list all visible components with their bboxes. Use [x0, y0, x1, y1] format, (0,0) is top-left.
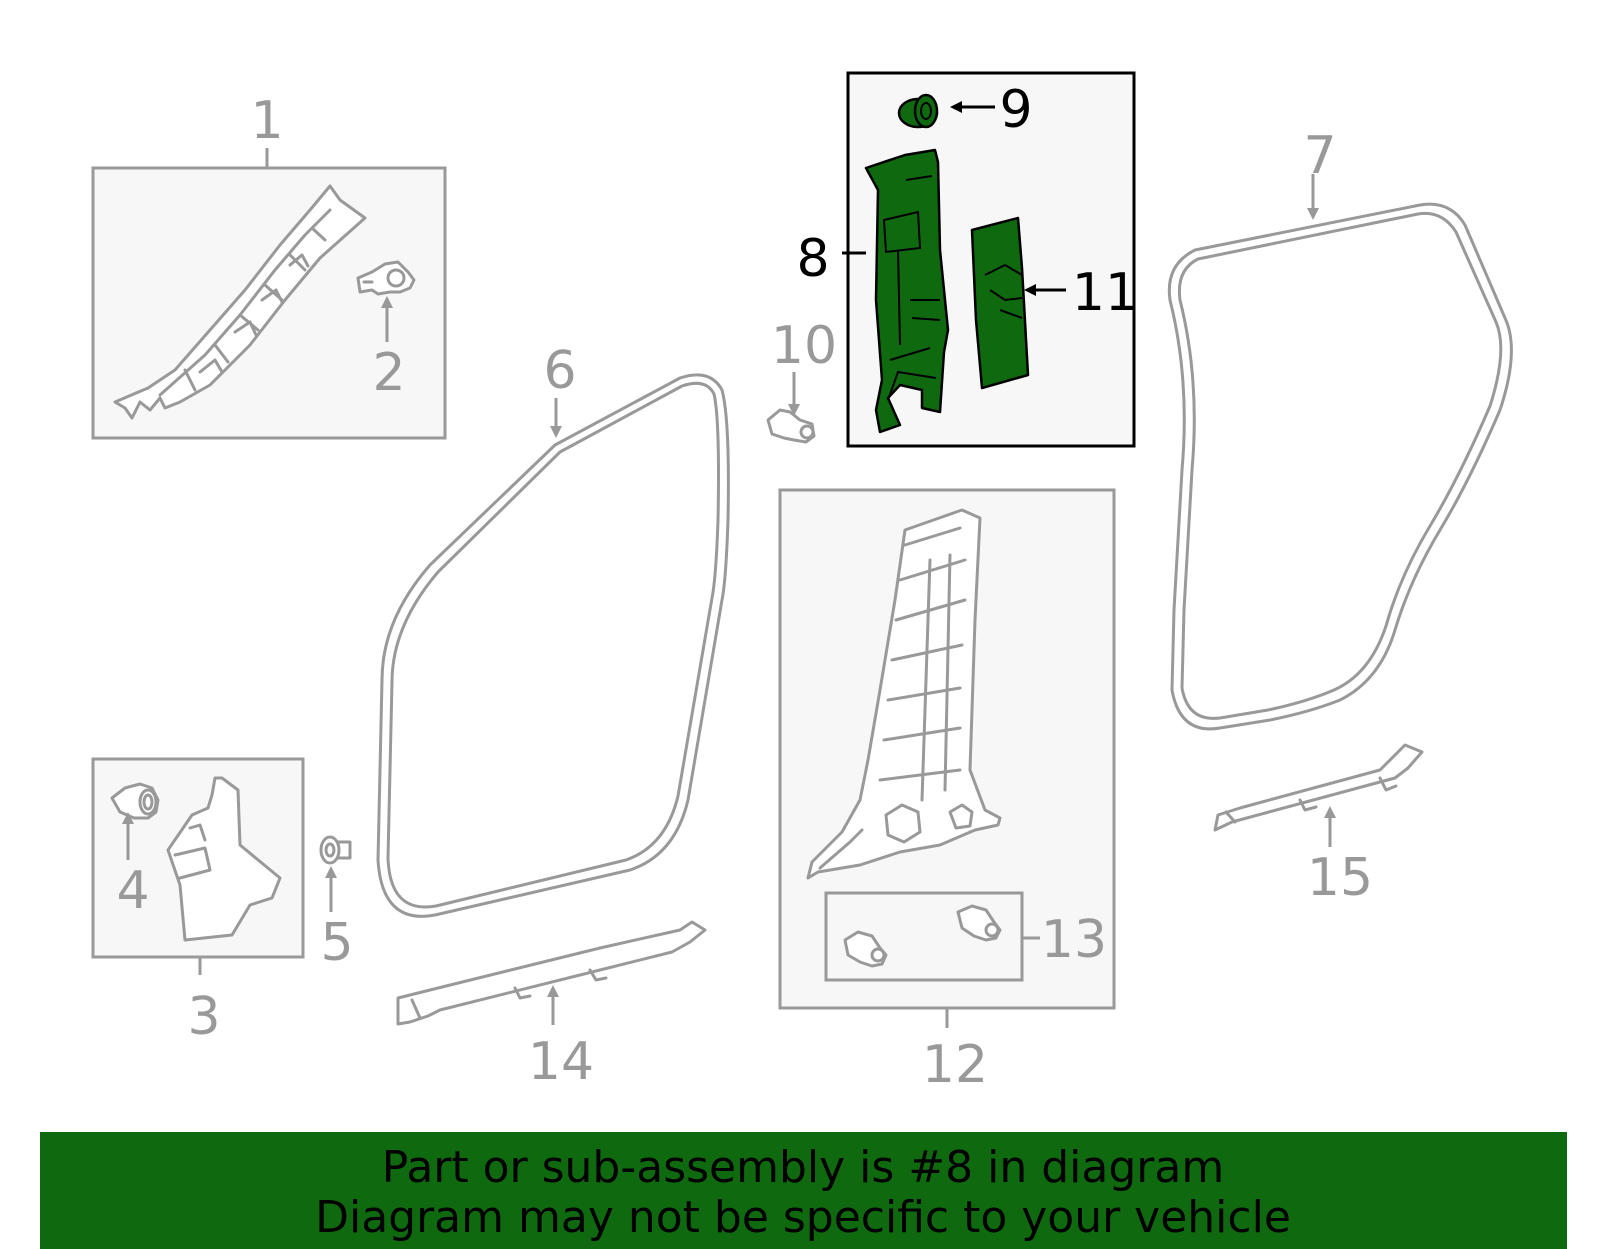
callout-3: 3 [187, 987, 220, 1047]
callout-13: 13 [1041, 910, 1107, 970]
callout-10: 10 [771, 316, 837, 376]
banner-line-2: Diagram may not be specific to your vehi… [315, 1192, 1291, 1243]
part-15-rear-scuff-plate [1213, 743, 1424, 832]
callout-5: 5 [320, 913, 353, 973]
callout-1: 1 [250, 91, 283, 151]
part-11-garnish-highlighted [970, 216, 1030, 390]
callout-6: 6 [543, 341, 576, 401]
callout-7: 7 [1303, 126, 1336, 186]
part-14-front-scuff-plate [396, 920, 707, 1026]
callout-9: 9 [999, 80, 1032, 140]
part-4-clip [110, 782, 160, 820]
callout-4: 4 [116, 861, 149, 921]
part-10-clip [766, 408, 816, 444]
part-9-clip-highlighted [897, 93, 939, 129]
callout-11: 11 [1072, 263, 1138, 323]
part-12-b-pillar-lower-garnish [806, 508, 1002, 880]
part-3-kick-panel [166, 776, 282, 942]
part-13-clip-b [956, 904, 1002, 942]
callout-12: 12 [922, 1035, 988, 1095]
part-8-b-pillar-upper-garnish-highlighted [864, 148, 950, 434]
callout-15: 15 [1307, 848, 1373, 908]
part-2-clip [356, 260, 416, 296]
part-7-rear-weatherstrip [1167, 202, 1513, 731]
part-6-front-weatherstrip [376, 373, 730, 918]
callout-2: 2 [372, 343, 405, 403]
callout-8: 8 [796, 229, 829, 289]
callout-14: 14 [528, 1032, 594, 1092]
info-banner [40, 1132, 1567, 1249]
part-13-clip-a [843, 930, 888, 968]
banner-line-1: Part or sub-assembly is #8 in diagram [382, 1142, 1224, 1193]
part-5-grommet [319, 835, 352, 865]
part-1-a-pillar-garnish [113, 184, 367, 420]
